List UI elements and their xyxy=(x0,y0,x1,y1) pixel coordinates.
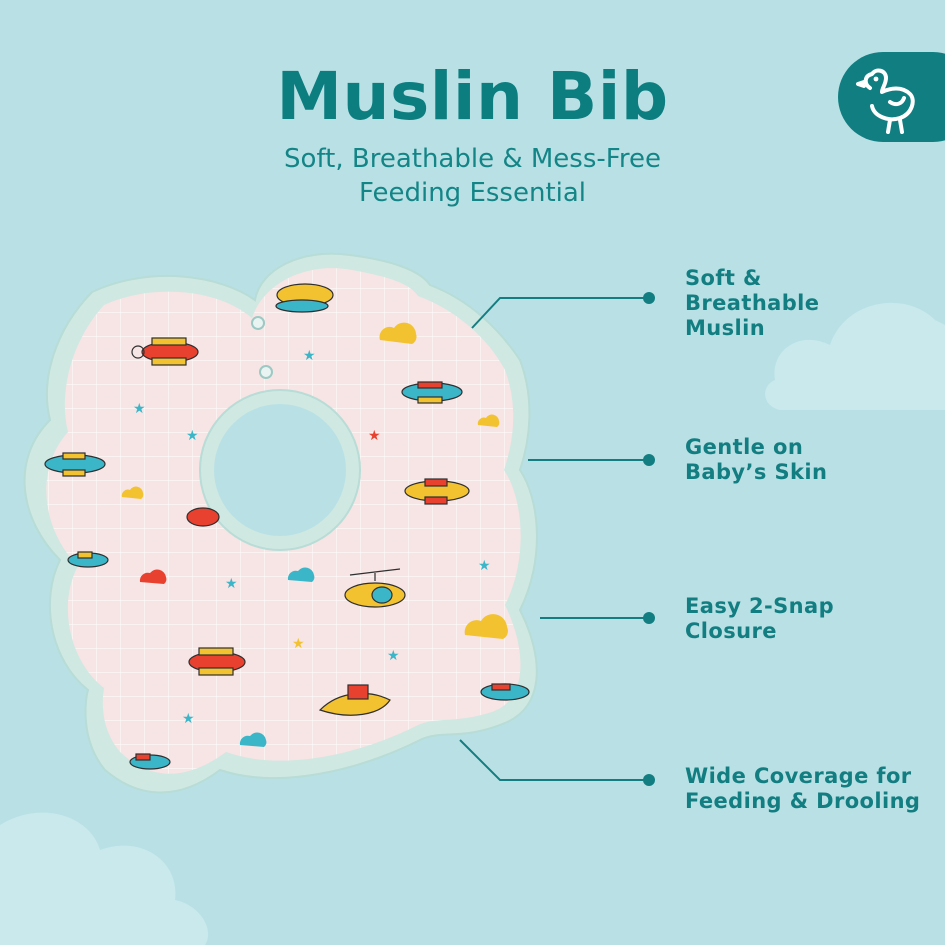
feature-snap-closure: Easy 2-Snap Closure xyxy=(685,594,834,644)
leader-dot-1 xyxy=(643,292,655,304)
svg-text:★: ★ xyxy=(292,636,305,652)
feature-1-line-2: Breathable xyxy=(685,291,820,315)
page-title: Muslin Bib xyxy=(276,58,669,135)
subtitle-line-2: Feeding Essential xyxy=(358,178,587,208)
bib-stars-print: ★ ★ ★ ★ ★ ★ ★ ★ ★ xyxy=(133,348,491,727)
feature-3-line-1: Easy 2-Snap xyxy=(685,594,835,618)
feature-soft-breathable: Soft & Breathable Muslin xyxy=(685,266,819,341)
svg-text:★: ★ xyxy=(303,348,316,364)
leader-dot-4 xyxy=(643,774,655,786)
feature-gentle-skin: Gentle on Baby’s Skin xyxy=(685,435,827,485)
page-subtitle: Soft, Breathable & Mess-Free Feeding Ess… xyxy=(0,142,945,210)
bib-clouds-print xyxy=(121,322,508,747)
bib-neck-hole xyxy=(214,404,346,536)
feature-3-line-2: Closure xyxy=(685,619,777,643)
bib-print xyxy=(44,283,530,770)
feature-wide-coverage: Wide Coverage for Feeding & Drooling xyxy=(685,764,920,814)
feature-4-line-1: Wide Coverage for xyxy=(685,764,912,788)
svg-text:★: ★ xyxy=(387,648,400,664)
svg-text:★: ★ xyxy=(368,428,381,444)
leader-dot-3 xyxy=(643,612,655,624)
subtitle-line-1: Soft, Breathable & Mess-Free xyxy=(284,144,661,174)
cloud-right xyxy=(765,302,945,410)
duck-logo-icon xyxy=(856,68,915,134)
leader-4 xyxy=(459,739,648,781)
svg-text:★: ★ xyxy=(182,711,195,727)
snap-button-1 xyxy=(251,316,265,330)
brand-badge xyxy=(838,52,945,142)
svg-text:★: ★ xyxy=(225,576,238,592)
svg-text:★: ★ xyxy=(133,401,146,417)
feature-4-line-2: Feeding & Drooling xyxy=(685,789,921,813)
svg-text:★: ★ xyxy=(186,428,199,444)
snap-button-2 xyxy=(259,365,273,379)
svg-text:★: ★ xyxy=(478,558,491,574)
feature-2-line-2: Baby’s Skin xyxy=(685,460,828,484)
feature-1-line-3: Muslin xyxy=(685,316,766,340)
feature-1-line-1: Soft & xyxy=(685,266,762,290)
leader-1 xyxy=(471,297,648,329)
cloud-bottom-left xyxy=(0,812,209,945)
leader-dot-2 xyxy=(643,454,655,466)
feature-2-line-1: Gentle on xyxy=(685,435,804,459)
